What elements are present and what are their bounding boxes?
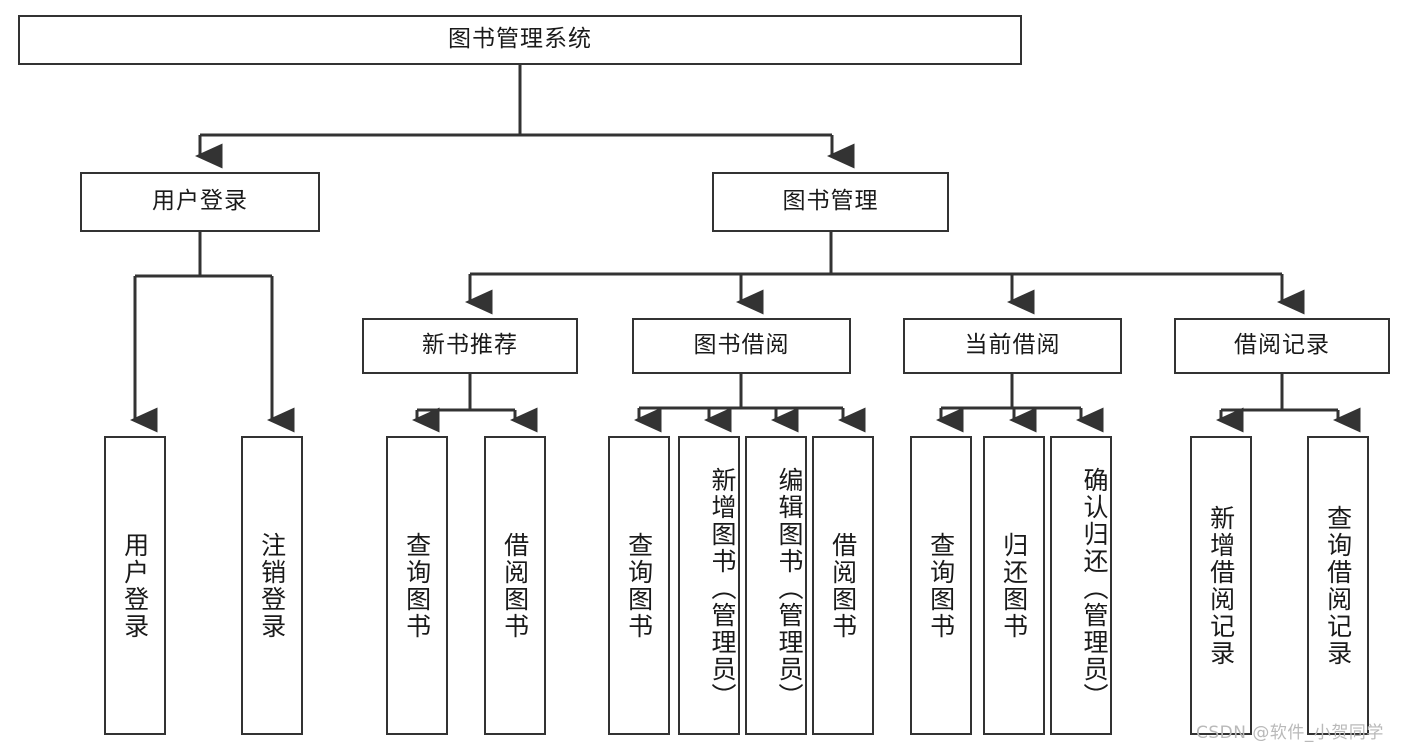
leaf-query-borrow-record[interactable]: 查询借阅记录: [1307, 436, 1369, 735]
leaf-label: 查询图书: [624, 531, 654, 640]
leaf-add-borrow-record[interactable]: 新增借阅记录: [1190, 436, 1252, 735]
leaf-borrow-book[interactable]: 借阅图书: [812, 436, 874, 735]
leaf-label: 归还图书: [999, 531, 1029, 640]
node-new-book-recommend-label: 新书推荐: [422, 332, 518, 359]
csdn-watermark: CSDN @软件_小贺同学: [1196, 723, 1384, 743]
leaf-edit-book-admin[interactable]: 编辑图书（管理员）: [745, 436, 807, 735]
node-root-label: 图书管理系统: [448, 26, 592, 53]
leaf-confirm-return-admin[interactable]: 确认归还（管理员）: [1050, 436, 1112, 735]
node-book-management-label: 图书管理: [782, 188, 879, 215]
leaf-query-books-borrow[interactable]: 查询图书: [608, 436, 670, 735]
leaf-label: 借阅图书: [500, 531, 530, 640]
node-current-borrow[interactable]: 当前借阅: [903, 318, 1122, 374]
leaf-label: 查询图书: [926, 531, 956, 640]
leaf-return-book[interactable]: 归还图书: [983, 436, 1045, 735]
node-new-book-recommend[interactable]: 新书推荐: [362, 318, 578, 374]
leaf-label: 确认归还（管理员）: [1080, 467, 1109, 710]
leaf-query-books-current[interactable]: 查询图书: [910, 436, 972, 735]
edge-group-current-borrow: [936, 374, 1104, 433]
leaf-label: 查询图书: [402, 531, 432, 640]
node-book-borrow[interactable]: 图书借阅: [632, 318, 851, 374]
node-borrow-records-label: 借阅记录: [1234, 332, 1330, 359]
edge-group-root: [195, 65, 855, 169]
node-book-management[interactable]: 图书管理: [712, 172, 949, 232]
edge-group-borrow: [634, 374, 866, 433]
leaf-label: 借阅图书: [828, 531, 858, 640]
leaf-user-login[interactable]: 用户登录: [104, 436, 166, 735]
leaf-add-book-admin[interactable]: 新增图书（管理员）: [678, 436, 740, 735]
node-book-borrow-label: 图书借阅: [693, 332, 790, 359]
leaf-label: 编辑图书（管理员）: [775, 467, 804, 710]
leaf-label: 用户登录: [120, 531, 150, 640]
leaf-logout-login[interactable]: 注销登录: [241, 436, 303, 735]
node-current-borrow-label: 当前借阅: [964, 332, 1061, 359]
leaf-label: 新增借阅记录: [1206, 504, 1236, 667]
edge-group-new-books: [412, 374, 538, 433]
leaf-label: 查询借阅记录: [1323, 504, 1353, 667]
edge-group-user-login: [130, 232, 295, 433]
node-user-login[interactable]: 用户登录: [80, 172, 320, 232]
leaf-query-books-new[interactable]: 查询图书: [386, 436, 448, 735]
leaf-borrow-books-new[interactable]: 借阅图书: [484, 436, 546, 735]
node-borrow-records[interactable]: 借阅记录: [1174, 318, 1390, 374]
edge-group-borrow-records: [1216, 374, 1361, 433]
leaf-label: 新增图书（管理员）: [708, 467, 737, 710]
leaf-label: 注销登录: [257, 531, 287, 640]
node-user-login-label: 用户登录: [152, 188, 248, 215]
edge-group-book-manage: [465, 232, 1305, 315]
node-root[interactable]: 图书管理系统: [18, 15, 1022, 65]
